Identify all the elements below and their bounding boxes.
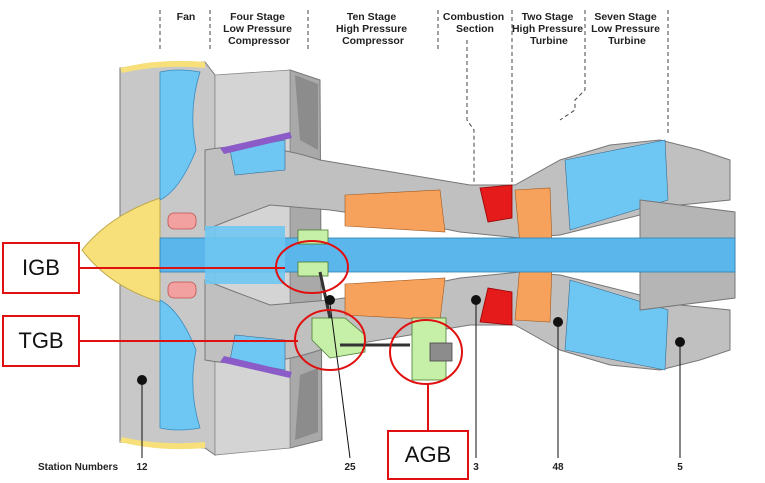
station-number-25: 25: [344, 462, 356, 473]
section-label-lpt: Seven Stage Low Pressure Turbine: [591, 11, 663, 47]
callout-igb-marker: [80, 240, 349, 294]
station-number-12: 12: [136, 462, 148, 473]
callout-agb-marker: [389, 319, 463, 430]
hpt-blades: [514, 187, 553, 323]
section-label-fan: Fan: [177, 11, 196, 23]
callout-agb: AGB: [387, 430, 469, 480]
station-numbers-label: Station Numbers: [38, 462, 118, 473]
fan-blades: [159, 69, 201, 431]
callout-tgb-marker: [80, 309, 366, 371]
agb-gearbox: [411, 317, 453, 381]
section-label-hpc: Ten Stage High Pressure Compressor: [336, 11, 410, 47]
tgb-gearbox: [311, 271, 410, 359]
section-label-hpt: Two Stage High Pressure Turbine: [512, 11, 586, 47]
station-number-48: 48: [552, 462, 564, 473]
section-dividers: [159, 10, 669, 190]
section-label-lpc: Four Stage Low Pressure Compressor: [223, 11, 295, 47]
combustor: [479, 184, 513, 326]
purple-strut-lower: [220, 356, 292, 378]
station-number-3: 3: [473, 462, 479, 473]
station-number-5: 5: [677, 462, 683, 473]
hpc-blades: [344, 189, 446, 321]
station-markers: [137, 295, 685, 459]
purple-strut-upper: [220, 132, 292, 154]
section-label-combustion: Combustion Section: [443, 11, 507, 35]
callout-tgb: TGB: [2, 315, 80, 367]
callout-igb: IGB: [2, 242, 80, 294]
